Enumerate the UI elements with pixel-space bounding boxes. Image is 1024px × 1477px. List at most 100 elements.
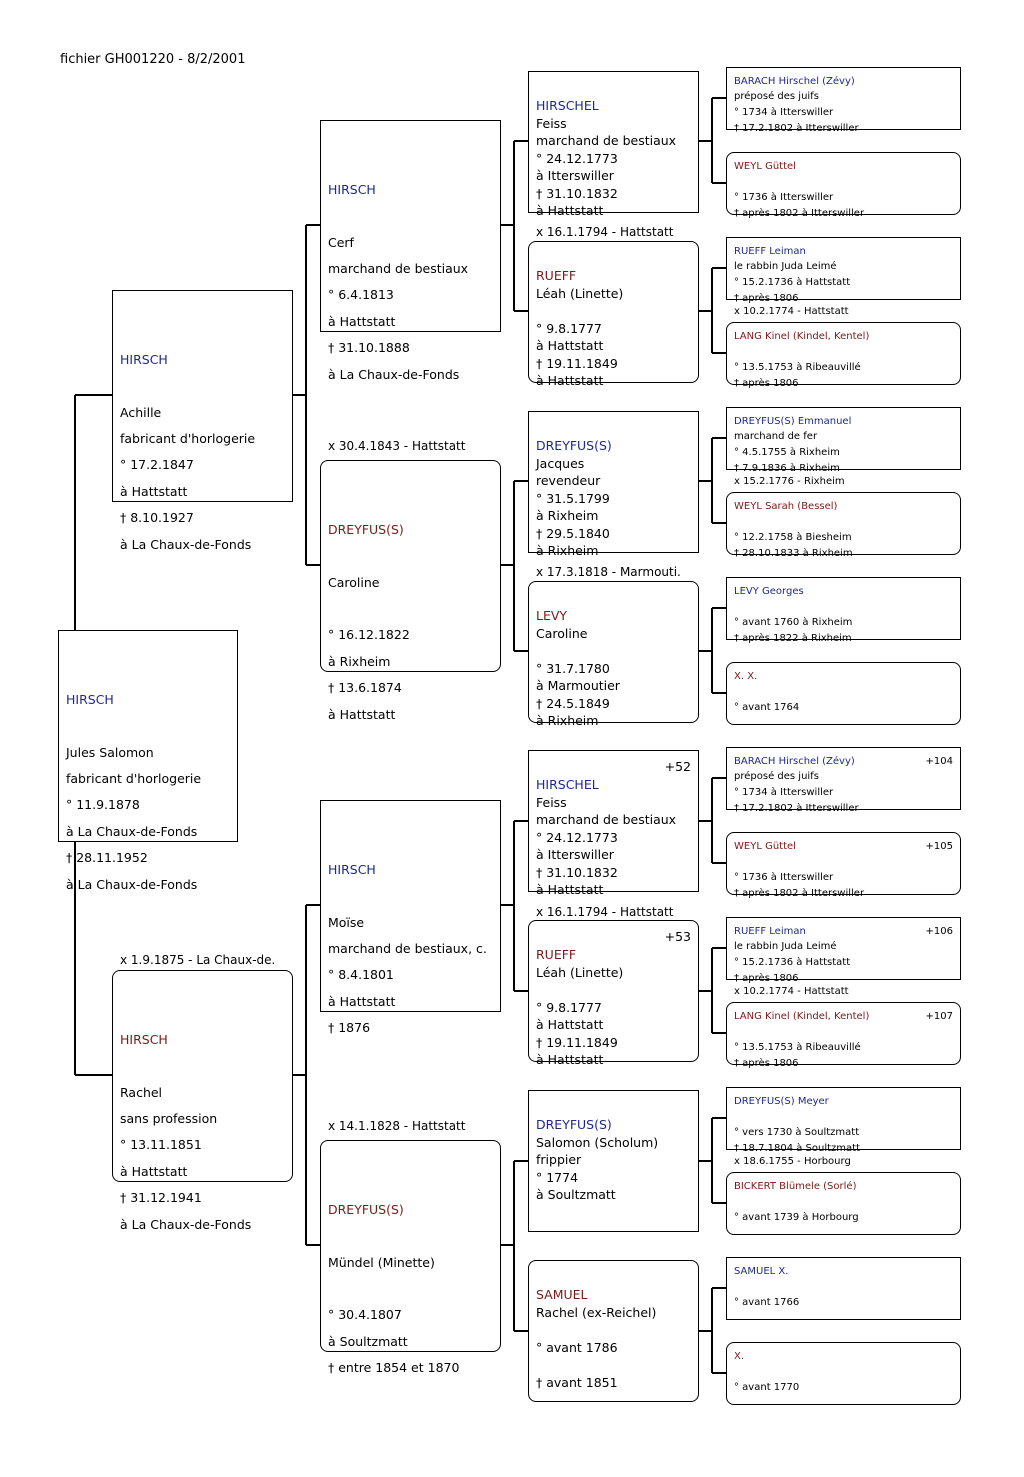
person-name: WEYL Güttel xyxy=(734,841,796,852)
person-name: BARACH Hirschel (Zévy) xyxy=(734,756,855,767)
person-detail: Feiss xyxy=(536,116,567,131)
person-detail: ° 1734 à Itterswiller xyxy=(734,787,834,798)
person-box-p21[interactable]: WEYL Sarah (Bessel)° 12.2.1758 à Bieshei… xyxy=(726,492,961,559)
person-box-p28[interactable]: DREYFUS(S) Meyer° vers 1730 à Soultzmatt… xyxy=(726,1087,961,1154)
person-name: X. xyxy=(734,1351,745,1362)
person-detail: Moïse xyxy=(328,915,365,930)
person-detail: à Hattstatt xyxy=(536,203,604,218)
person-detail: ° avant 1770 xyxy=(734,1382,800,1393)
person-name: WEYL Sarah (Bessel) xyxy=(734,501,838,512)
person-detail: ° 1734 à Itterswiller xyxy=(734,107,834,118)
person-box-p30[interactable]: SAMUEL X.° avant 1766 xyxy=(726,1257,961,1320)
person-box-p16[interactable]: BARACH Hirschel (Zévy)préposé des juifs°… xyxy=(726,67,961,134)
person-detail: à Hattstatt xyxy=(536,338,604,353)
person-detail: Mündel (Minette) xyxy=(328,1255,435,1270)
person-detail: † après 1822 à Rixheim xyxy=(734,633,852,644)
person-detail: le rabbin Juda Leimé xyxy=(734,941,837,952)
person-detail: à Rixheim xyxy=(536,508,599,523)
person-detail: à Hattstatt xyxy=(536,882,604,897)
person-detail: à Marmoutier xyxy=(536,678,620,693)
person-detail: préposé des juifs xyxy=(734,91,819,102)
person-detail: préposé des juifs xyxy=(734,771,819,782)
person-name: HIRSCHEL xyxy=(536,98,599,113)
person-box-p14[interactable]: DREYFUS(S)Salomon (Scholum)frippier° 177… xyxy=(528,1090,699,1232)
person-detail: † 28.11.1952 xyxy=(66,850,148,865)
person-detail: † après 1806 xyxy=(734,973,799,984)
person-name: HIRSCH xyxy=(120,1032,168,1047)
person-detail: à Hattstatt xyxy=(328,314,396,329)
person-detail: † 31.10.1888 xyxy=(328,340,410,355)
person-detail: ° 17.2.1847 xyxy=(120,457,194,472)
person-detail: le rabbin Juda Leimé xyxy=(734,261,837,272)
person-detail: Achille xyxy=(120,405,162,420)
person-detail: ° 1736 à Itterswiller xyxy=(734,192,834,203)
person-detail: ° avant 1766 xyxy=(734,1297,800,1308)
marriage-label: x 30.4.1843 - Hattstatt xyxy=(328,439,466,453)
person-detail: Léah (Linette) xyxy=(536,286,624,301)
marriage-label: x 10.2.1774 - Hattstatt xyxy=(734,306,849,317)
person-detail: ° 9.8.1777 xyxy=(536,1000,602,1015)
person-box-p17[interactable]: WEYL Güttel° 1736 à Itterswiller† après … xyxy=(726,152,961,219)
person-detail: fabricant d'horlogerie xyxy=(120,431,256,446)
person-name: RUEFF Leiman xyxy=(734,246,806,257)
person-detail: revendeur xyxy=(536,473,601,488)
person-detail: † 31.10.1832 xyxy=(536,186,618,201)
cross-reference-number: +53 xyxy=(664,929,691,944)
person-detail: † 7.9.1836 à Rixheim xyxy=(734,463,840,474)
person-detail: Jacques xyxy=(536,456,585,471)
person-name: LEVY Georges xyxy=(734,586,804,597)
person-name: HIRSCH xyxy=(66,692,114,707)
person-box-p29[interactable]: BICKERT Blümele (Sorlé)° avant 1739 à Ho… xyxy=(726,1172,961,1235)
marriage-label: x 16.1.1794 - Hattstatt xyxy=(536,225,674,239)
person-box-p31[interactable]: X. ° avant 1770 xyxy=(726,1342,961,1405)
person-box-p25[interactable]: WEYL Güttel° 1736 à Itterswiller† après … xyxy=(726,832,961,899)
marriage-label: x 1.9.1875 - La Chaux-de. xyxy=(120,953,276,967)
person-detail: à Hattstatt xyxy=(536,1017,604,1032)
person-detail: † 31.12.1941 xyxy=(120,1190,202,1205)
person-detail: † 29.5.1840 xyxy=(536,526,610,541)
person-detail: ° 1774 xyxy=(536,1170,579,1185)
person-detail: ° 11.9.1878 xyxy=(66,797,140,812)
person-box-p22[interactable]: LEVY Georges° avant 1760 à Rixheim† aprè… xyxy=(726,577,961,644)
marriage-label: x 17.3.1818 - Marmouti. xyxy=(536,565,681,579)
person-detail: marchand de bestiaux, c. xyxy=(328,941,487,956)
person-detail: ° 31.7.1780 xyxy=(536,661,610,676)
person-detail: † 13.6.1874 xyxy=(328,680,402,695)
person-box-p27[interactable]: LANG Kinel (Kindel, Kentel)° 13.5.1753 à… xyxy=(726,1002,961,1069)
person-detail: Caroline xyxy=(328,575,380,590)
person-name: RUEFF Leiman xyxy=(734,926,806,937)
person-detail: à Hattstatt xyxy=(120,484,188,499)
person-detail: à Rixheim xyxy=(328,654,391,669)
person-detail: ° avant 1739 à Horbourg xyxy=(734,1212,859,1223)
person-detail: marchand de bestiaux xyxy=(328,261,469,276)
cross-reference-number: +106 xyxy=(925,926,953,937)
person-box-p24[interactable]: BARACH Hirschel (Zévy) préposé des juifs °… xyxy=(726,747,961,814)
person-box-p23[interactable]: X. X.° avant 1764 xyxy=(726,662,961,725)
person-detail: sans profession xyxy=(120,1111,218,1126)
person-name: LANG Kinel (Kindel, Kentel) xyxy=(734,331,870,342)
person-detail: ° 13.5.1753 à Ribeauvillé xyxy=(734,362,861,373)
person-detail: ° avant 1786 xyxy=(536,1340,618,1355)
person-detail: Jules Salomon xyxy=(66,745,154,760)
person-box-p19[interactable]: LANG Kinel (Kindel, Kentel) ° 13.5.1753 à… xyxy=(726,322,961,389)
person-detail: à Soultzmatt xyxy=(536,1187,616,1202)
